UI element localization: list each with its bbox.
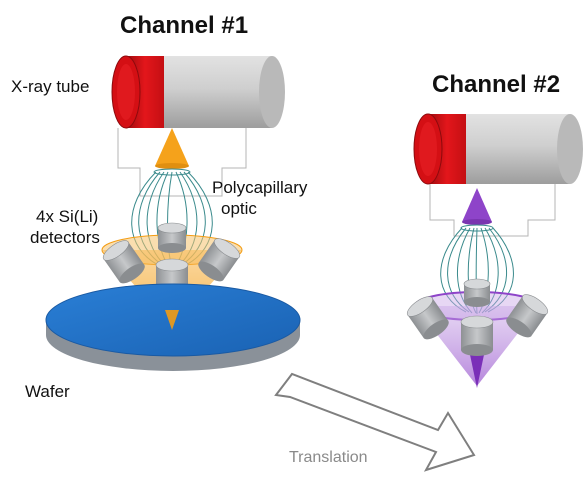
channel-1-title: Channel #1	[120, 12, 249, 39]
detectors-label-line1: 4x Si(Li)	[36, 207, 99, 226]
tube-housing-outline-2	[429, 182, 556, 237]
xray-tube-1	[111, 55, 285, 129]
translation-label: Translation	[289, 449, 368, 466]
detector-right-1	[198, 238, 241, 282]
channel-1	[45, 55, 301, 371]
detector-left-2	[406, 296, 449, 340]
wafer	[45, 283, 301, 371]
xray-tube-label: X-ray tube	[11, 77, 90, 96]
detector-right-2	[506, 294, 549, 338]
detector-front-2	[460, 315, 494, 356]
detector-left-1	[102, 240, 145, 284]
optic-label-line1: Polycapillary	[212, 178, 308, 197]
detector-back-1	[157, 222, 187, 253]
xray-tube-2	[413, 113, 583, 185]
wafer-label: Wafer	[25, 382, 70, 401]
translation-arrow	[274, 372, 476, 472]
channel-2-title: Channel #2	[432, 71, 561, 98]
detectors-label-line2: detectors	[30, 228, 100, 247]
channel-2	[406, 113, 583, 388]
optic-label-line2: optic	[221, 199, 257, 218]
primary-beam-1	[155, 128, 189, 166]
detector-back-2	[463, 278, 491, 307]
tube-housing-outline	[117, 128, 247, 197]
primary-beam-2	[462, 188, 492, 222]
